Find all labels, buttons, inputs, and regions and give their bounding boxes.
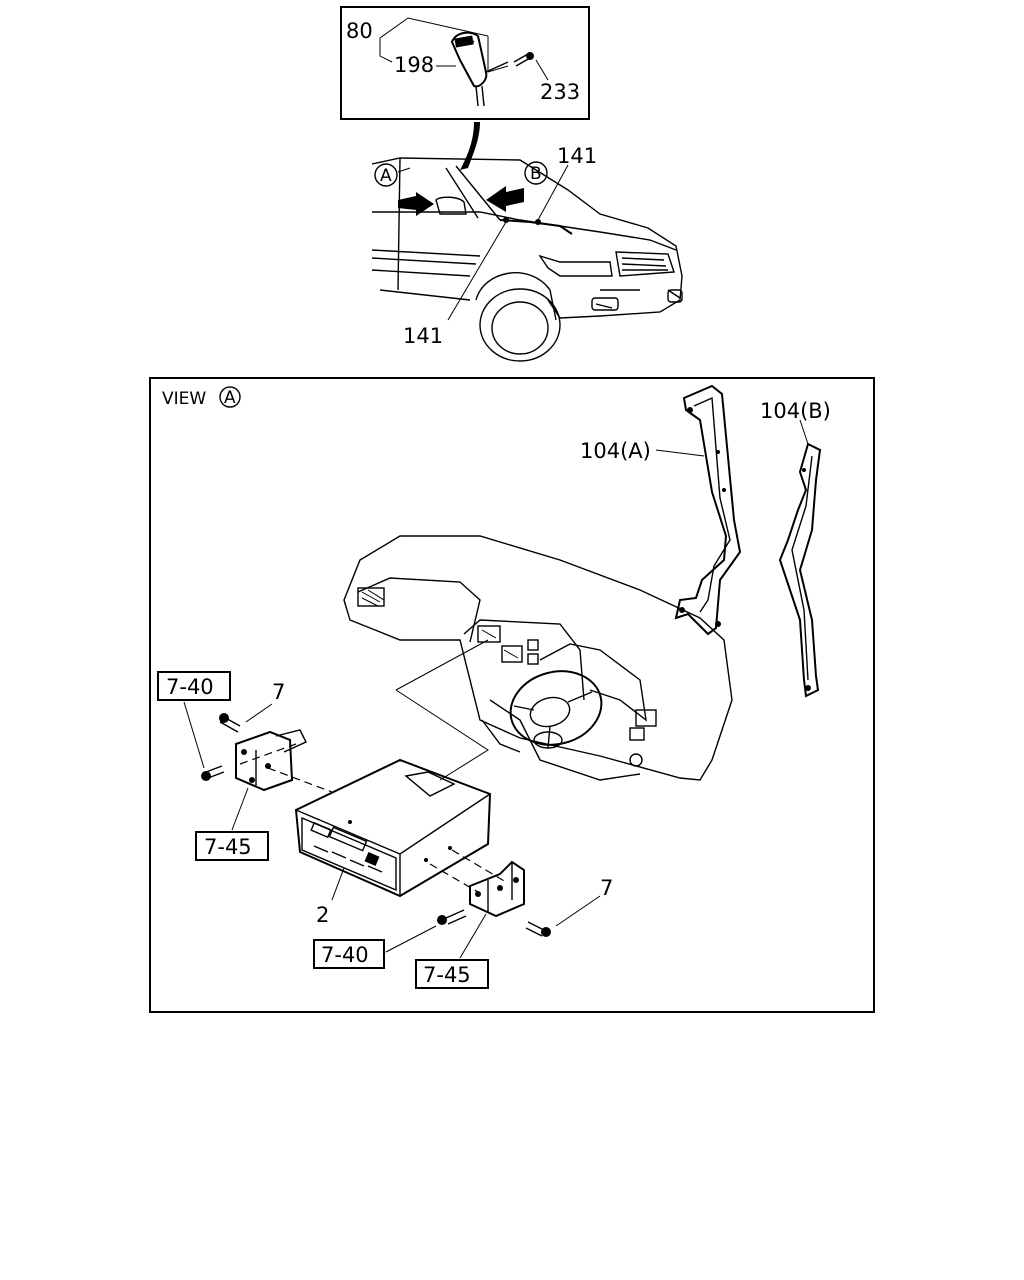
label-141-top: 141: [557, 144, 597, 168]
view-a-panel: VIEW A 104(A) 104(B): [149, 377, 875, 1013]
left-bracket: [235, 729, 307, 792]
vehicle-view: A B 141 141: [371, 144, 683, 362]
label-141-bottom: 141: [403, 324, 443, 348]
label-7-right: 7: [600, 876, 613, 900]
screw-233-icon: [513, 52, 534, 67]
left-vent-icon: [357, 587, 385, 607]
marker-b-letter: B: [530, 164, 542, 184]
steering-wheel: [509, 670, 603, 749]
instrument-panel: [343, 535, 733, 781]
label-104b: 104(B): [760, 399, 831, 423]
label-198: 198: [394, 53, 434, 77]
label-2: 2: [316, 903, 329, 927]
right-vent-icon: [635, 709, 657, 727]
box-7-45-left: [195, 831, 269, 861]
label-7-40-left: 7-40: [166, 675, 214, 699]
label-80: 80: [346, 19, 373, 43]
center-vent-right-icon: [501, 645, 523, 663]
screw-7-right-icon: [525, 921, 551, 937]
view-a-title-marker-circle: [219, 386, 241, 408]
screw-7-40-left-icon: [201, 765, 225, 781]
label-7-45-left: 7-45: [204, 835, 252, 859]
box-7-40-left: [157, 671, 231, 701]
harness-104b: [778, 442, 822, 698]
pillar-trim-part: [450, 31, 509, 107]
audio-unit: [294, 758, 492, 898]
view-a-frame: [149, 377, 875, 1013]
center-vent-left-icon: [477, 625, 501, 643]
right-bracket: [469, 860, 525, 918]
detail-pointer-arrow: [460, 122, 480, 170]
box-7-40-right: [313, 939, 385, 969]
box-7-45-right: [415, 959, 489, 989]
view-a-arrow-icon: [398, 192, 434, 216]
screw-7-left-icon: [219, 713, 241, 733]
detail-box: 80 198 233: [340, 6, 590, 120]
label-7-left: 7: [272, 680, 285, 704]
marker-a-letter: A: [380, 166, 392, 186]
view-a-title-marker-letter: A: [224, 388, 236, 408]
marker-a-circle: [374, 163, 398, 187]
detail-box-frame: [340, 6, 590, 120]
screw-7-40-right-icon: [437, 909, 467, 925]
harness-104a: [674, 384, 742, 636]
view-b-arrow-icon: [486, 186, 524, 212]
marker-b-circle: [524, 161, 548, 185]
view-a-title: VIEW: [162, 389, 206, 409]
label-233: 233: [540, 80, 580, 104]
label-7-45-right: 7-45: [423, 963, 471, 987]
label-104a: 104(A): [580, 439, 651, 463]
label-7-40-right: 7-40: [321, 943, 369, 967]
